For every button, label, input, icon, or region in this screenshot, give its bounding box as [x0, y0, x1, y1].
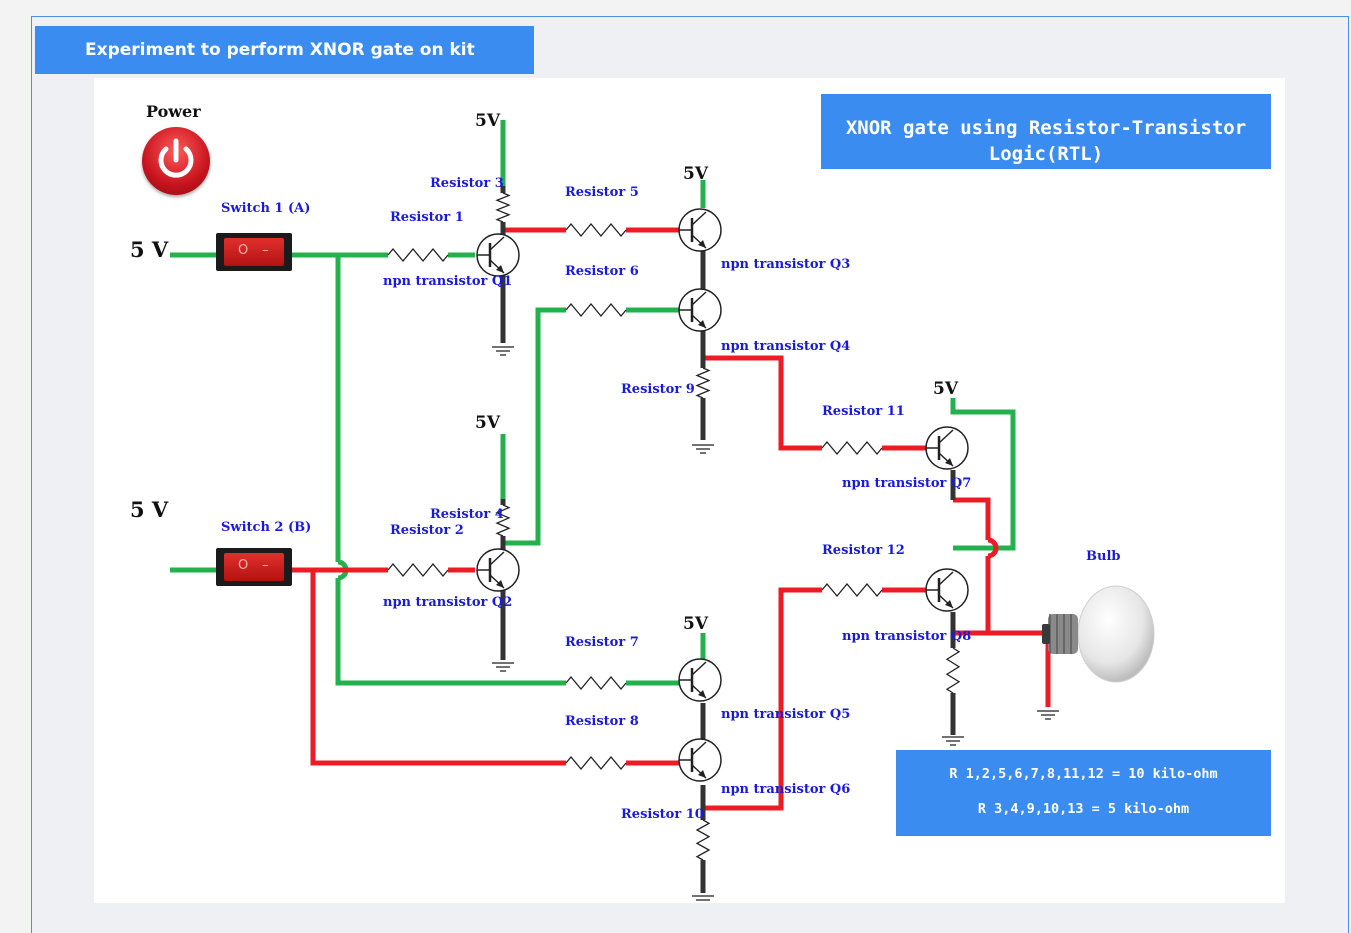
- switch-b-label: Switch 2 (B): [221, 520, 312, 535]
- transistor-q5-collector: [691, 661, 707, 676]
- resistor-values-line-1: R 1,2,5,6,7,8,11,12 = 10 kilo-ohm: [949, 766, 1218, 782]
- wire-supply-q7-q8: [950, 398, 1016, 551]
- transistor-q2-collector: [489, 551, 505, 566]
- wire-b-to-r8: [310, 570, 566, 766]
- transistor-q8-collector: [938, 571, 954, 586]
- transistor-q5-arrow: [698, 690, 706, 698]
- transistor-q1-collector: [489, 236, 505, 251]
- power-label: Power: [146, 102, 201, 121]
- circuit-title: XNOR gate using Resistor-Transistor Logi…: [845, 117, 1247, 165]
- resistor-8-label: Resistor 8: [565, 714, 639, 729]
- transistor-q6-label: npn transistor Q6: [721, 782, 851, 797]
- wire-a-bus-bottom: [335, 578, 566, 686]
- transistor-q2-arrow: [496, 580, 504, 588]
- resistor-4-label: Resistor 4: [430, 507, 504, 522]
- transistor-q4-collector: [691, 291, 707, 306]
- transistor-q6-collector: [691, 741, 707, 756]
- switch-a[interactable]: O–: [216, 233, 292, 271]
- transistor-q7-arrow: [945, 458, 953, 466]
- resistor-8: [565, 755, 627, 771]
- resistor-3-label: Resistor 3: [430, 176, 504, 191]
- resistor-10-label: Resistor 10: [621, 807, 704, 822]
- resistor-5: [565, 222, 627, 238]
- bulb-label: Bulb: [1086, 549, 1121, 564]
- resistor-12: [821, 582, 883, 598]
- transistor-q7-collector: [938, 429, 954, 444]
- circuit-canvas: [94, 78, 1285, 903]
- resistor-10: [695, 819, 711, 861]
- wire-q7-emitter-out-top: [953, 497, 991, 540]
- resistor-2: [387, 562, 449, 578]
- switch-a-label: Switch 1 (A): [221, 201, 311, 216]
- input-b-voltage: 5 V: [130, 497, 169, 522]
- resistor-11-label: Resistor 11: [822, 404, 905, 419]
- transistor-q3-collector: [691, 211, 707, 226]
- power-button[interactable]: [142, 127, 210, 195]
- bulb-contact: [1042, 624, 1050, 644]
- resistor-3: [495, 192, 511, 223]
- bulb-glass: [1077, 585, 1155, 683]
- resistor-4: [495, 504, 511, 537]
- transistor-q3-arrow: [698, 240, 706, 248]
- transistor-q4-arrow: [698, 320, 706, 328]
- resistor-9-label: Resistor 9: [621, 382, 695, 397]
- supply-r4-voltage: 5V: [475, 413, 501, 433]
- supply-q5-voltage: 5V: [683, 614, 709, 634]
- switch-b[interactable]: O–: [216, 548, 292, 586]
- transistor-q6-arrow: [698, 770, 706, 778]
- page-title: Experiment to perform XNOR gate on kit: [35, 26, 534, 74]
- resistor-5-label: Resistor 5: [565, 185, 639, 200]
- transistor-q8-arrow: [945, 600, 953, 608]
- transistor-q5-label: npn transistor Q5: [721, 707, 851, 722]
- power-icon: [158, 138, 194, 178]
- circuit-title-box: XNOR gate using Resistor-Transistor Logi…: [821, 94, 1271, 169]
- input-a-voltage: 5 V: [130, 237, 169, 262]
- wire-output-hop: [987, 537, 999, 559]
- resistor-6: [565, 302, 627, 318]
- transistor-q1-arrow: [496, 265, 504, 273]
- resistor-2-label: Resistor 2: [390, 523, 464, 538]
- wire-q4-to-r11: [703, 355, 822, 451]
- transistor-q4-label: npn transistor Q4: [721, 339, 851, 354]
- resistor-1: [387, 247, 449, 263]
- resistor-values-line-2: R 3,4,9,10,13 = 5 kilo-ohm: [977, 801, 1190, 817]
- resistor-12-label: Resistor 12: [822, 543, 905, 558]
- transistor-q7-label: npn transistor Q7: [842, 476, 972, 491]
- resistor-6-label: Resistor 6: [565, 264, 639, 279]
- supply-r3-voltage: 5V: [475, 111, 501, 131]
- wire-q6-to-r12: [703, 587, 822, 811]
- resistor-7-label: Resistor 7: [565, 635, 639, 650]
- circuit-diagram: [170, 120, 1155, 901]
- bulb-base: [1048, 614, 1078, 654]
- resistor-1-label: Resistor 1: [390, 210, 464, 225]
- resistor-9: [695, 367, 711, 399]
- resistor-11: [821, 440, 883, 456]
- transistor-q3-label: npn transistor Q3: [721, 257, 851, 272]
- transistor-q8-label: npn transistor Q8: [842, 629, 972, 644]
- wire-q2-collector-to-r6: [503, 307, 566, 546]
- transistor-q1-label: npn transistor Q1: [383, 274, 513, 289]
- resistor-13: [945, 647, 961, 694]
- switch-b-rocker: O–: [224, 553, 284, 581]
- transistor-q2-label: npn transistor Q2: [383, 595, 513, 610]
- resistor-values-box: R 1,2,5,6,7,8,11,12 = 10 kilo-ohm R 3,4,…: [896, 750, 1271, 836]
- switch-a-rocker: O–: [224, 238, 284, 266]
- supply-q7-voltage: 5V: [933, 379, 959, 399]
- resistor-7: [565, 675, 627, 691]
- supply-q3-voltage: 5V: [683, 164, 709, 184]
